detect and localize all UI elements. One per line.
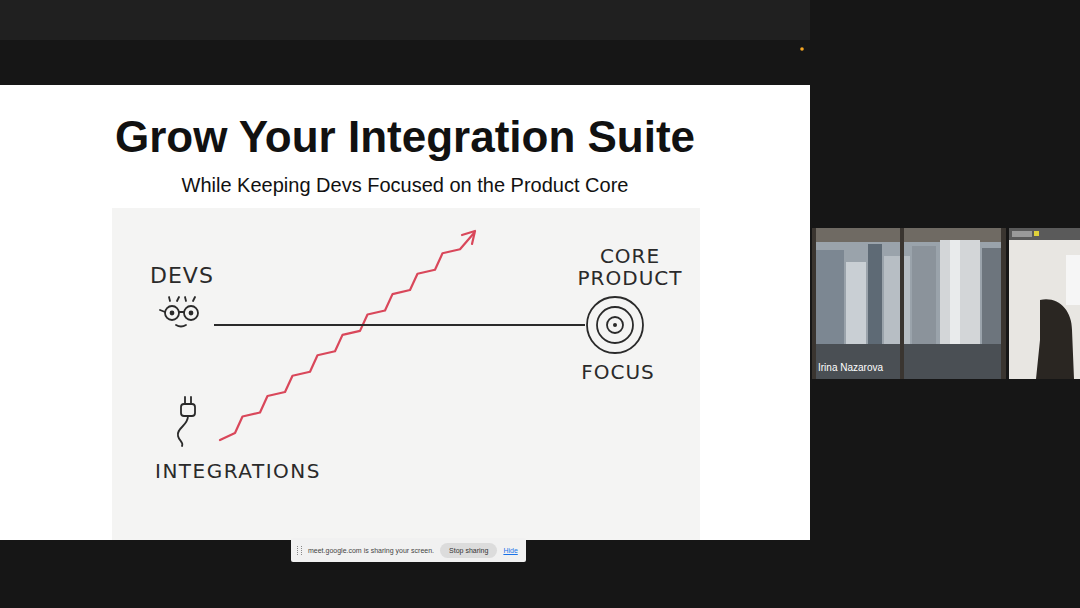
slide <box>0 85 810 540</box>
share-banner: meet.google.com is sharing your screen. S… <box>291 538 526 562</box>
status-dot <box>800 47 804 51</box>
sketch-paper <box>112 208 700 540</box>
glasses-icon <box>150 295 214 333</box>
second-video-tile <box>1009 228 1080 379</box>
devs-node: DEVS <box>150 265 214 333</box>
video-tile <box>812 228 1006 379</box>
stop-sharing-button: Stop sharing <box>440 543 497 558</box>
slide-subtitle: While Keeping Devs Focused on the Produc… <box>0 174 810 197</box>
slide-title: Grow Your Integration Suite <box>0 112 810 162</box>
target-heading: CORE PRODUCT <box>565 245 695 289</box>
plug-icon <box>178 397 195 446</box>
share-notice: meet.google.com is sharing your screen. <box>308 547 434 554</box>
hand-label: INTEGRATIONS <box>155 459 321 483</box>
top-bar <box>0 0 810 40</box>
hand-label: DEVS <box>150 265 214 287</box>
connector <box>214 325 585 326</box>
target-caption: FOCUS <box>568 361 668 383</box>
integrations-arrow <box>220 231 475 440</box>
hide-link: Hide <box>503 547 517 554</box>
drag-handle <box>297 546 302 555</box>
participant-name: Irina Nazarova <box>818 362 883 373</box>
target-node: CORE PRODUCTFOCUS <box>585 295 645 355</box>
target-symbol <box>585 295 645 355</box>
